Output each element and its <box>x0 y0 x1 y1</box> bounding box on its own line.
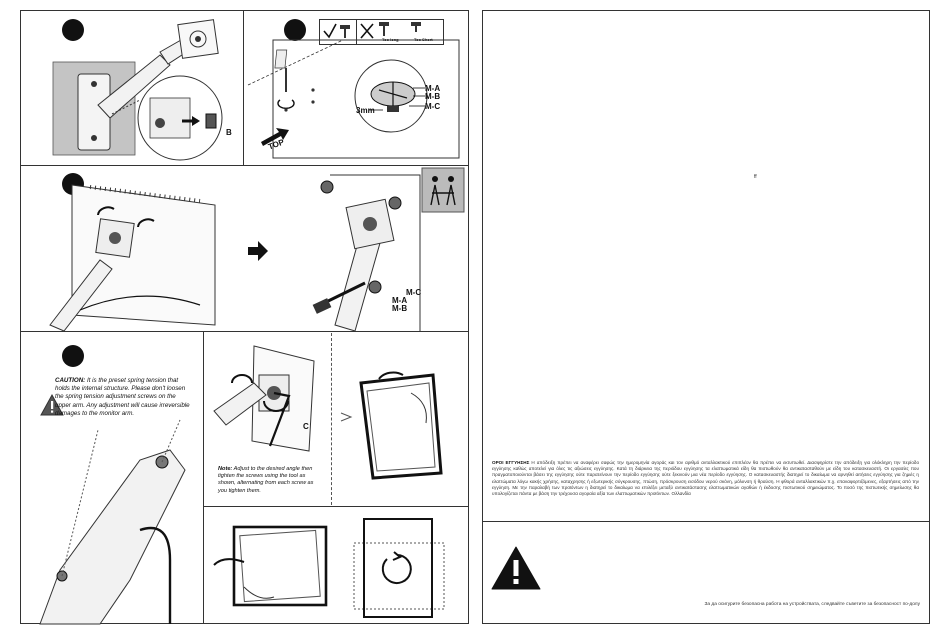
cross-icon <box>360 23 374 39</box>
panel-divider <box>331 333 332 505</box>
caution-heading: CAUTION: <box>55 377 86 384</box>
step-4-tilt-illustration <box>213 345 315 452</box>
step-2-illustration <box>247 39 460 159</box>
screw-icon <box>379 22 389 36</box>
label-b: B <box>226 128 232 137</box>
warranty-text: ΟΡΟΙ ΕΓΓΥΗΣΗΣ Η απόδειξη πρέπει να αναφέ… <box>492 460 919 497</box>
panel-divider <box>203 331 204 624</box>
warning-triangle-icon <box>491 546 541 590</box>
panel-divider <box>20 165 469 166</box>
safety-panel <box>482 522 930 624</box>
screw-legend-icons <box>323 22 421 39</box>
check-icon <box>323 23 337 39</box>
note-text: Note: Adjust to the desired angle then t… <box>218 466 320 495</box>
label-ma: M-A <box>425 84 441 93</box>
warranty-body: Η απόδειξη πρέπει να αναφέρει σαφώς την … <box>492 460 919 497</box>
legend-correct-cell <box>320 20 357 44</box>
panel-divider <box>203 506 469 507</box>
warranty-heading: ΟΡΟΙ ΕΓΓΥΗΣΗΣ <box>492 460 530 465</box>
step-4-marker <box>62 345 84 367</box>
label-mb-step3: M-B <box>392 304 408 313</box>
step-3-illustration <box>49 167 465 332</box>
step-4-arm-illustration <box>39 419 186 625</box>
warning-triangle-icon <box>40 393 64 416</box>
label-mc: M-C <box>425 102 441 111</box>
label-mc-step3: M-C <box>406 288 422 297</box>
label-3mm: 3mm <box>356 106 375 115</box>
label-mb: M-B <box>425 92 441 101</box>
step-2-marker <box>284 19 306 41</box>
screw-icon <box>340 25 350 38</box>
screw-icon <box>411 22 421 32</box>
panel-divider <box>243 10 244 165</box>
note-body: Adjust to the desired angle then tighten… <box>218 466 314 494</box>
caution-text: CAUTION: It is the preset spring tension… <box>55 377 190 418</box>
note-heading: Note: <box>218 466 233 472</box>
label-c: C <box>303 422 309 431</box>
label-ma-step3: M-A <box>392 296 408 305</box>
caution-body: It is the preset spring tension that hol… <box>55 377 190 417</box>
monitor-tilt-illustration <box>340 371 443 480</box>
step-1-illustration <box>52 19 223 161</box>
page-mark: ff <box>754 174 757 180</box>
panel-divider <box>483 521 929 522</box>
step-1-marker <box>62 19 84 41</box>
rotate-monitor-illustration <box>213 518 445 618</box>
panel-divider <box>20 331 469 332</box>
safety-instruction: За да осигурите безопасна работа на устр… <box>704 602 921 607</box>
